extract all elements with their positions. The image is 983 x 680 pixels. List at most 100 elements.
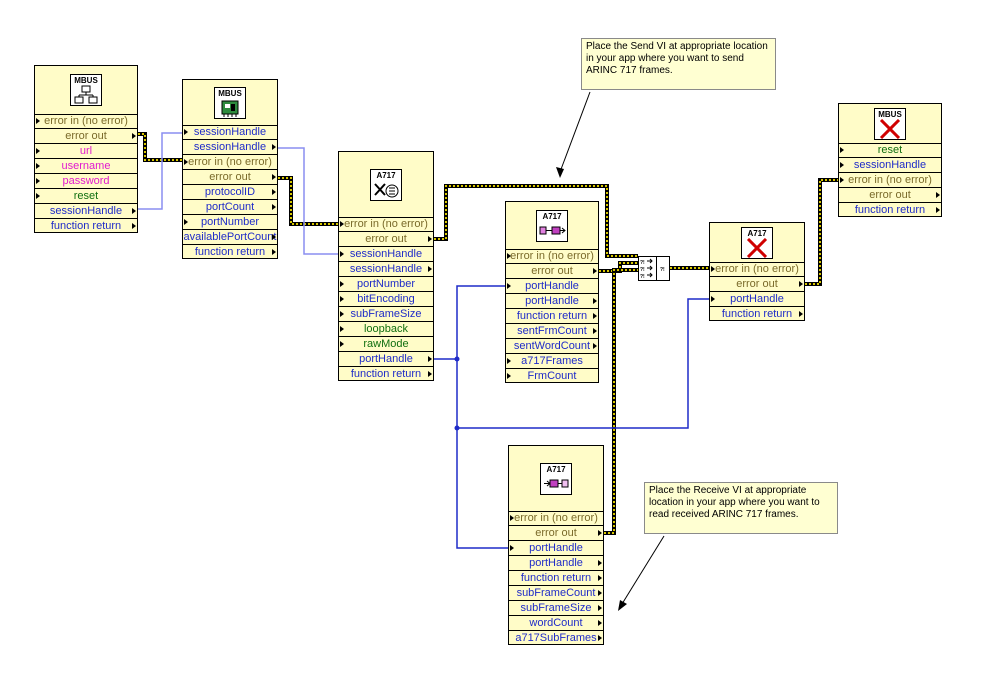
icon-label: A717	[376, 170, 396, 180]
icon-label: A717	[747, 228, 767, 238]
handle-wire	[138, 132, 182, 210]
terminal-portnumber[interactable]: portNumber	[339, 277, 433, 292]
handle-wire	[434, 285, 505, 360]
terminal-function-return[interactable]: function return	[183, 245, 277, 260]
terminal-subframesize[interactable]: subFrameSize	[509, 601, 603, 616]
terminal-sessionhandle[interactable]: sessionHandle	[839, 158, 941, 173]
terminal-porthandle[interactable]: portHandle	[509, 556, 603, 571]
error-wire	[599, 262, 638, 272]
error-wire	[805, 179, 838, 285]
terminal-error-in-no-error[interactable]: error in (no error)	[506, 249, 598, 264]
terminal-sessionhandle[interactable]: sessionHandle	[183, 140, 277, 155]
handle-wire	[456, 359, 508, 549]
terminal-error-out[interactable]: error out	[35, 129, 137, 144]
svg-text:?!: ?!	[660, 267, 665, 273]
config-icon: A717	[370, 168, 402, 201]
icon-label: MBUS	[878, 109, 902, 119]
close-icon: A717	[741, 226, 773, 259]
error-wire	[138, 133, 182, 161]
vi-header: A717	[339, 152, 433, 218]
terminal-porthandle[interactable]: portHandle	[506, 279, 598, 294]
terminal-error-out[interactable]: error out	[710, 277, 804, 292]
terminal-sentfrmcount[interactable]: sentFrmCount	[506, 324, 598, 339]
terminal-error-in-no-error[interactable]: error in (no error)	[35, 114, 137, 129]
network-icon: MBUS	[70, 74, 102, 106]
svg-text:?!: ?!	[640, 260, 645, 266]
vi-header: A717	[710, 223, 804, 263]
icon-label: A717	[542, 211, 562, 221]
send-icon: A717	[536, 209, 568, 242]
terminal-sessionhandle[interactable]: sessionHandle	[35, 204, 137, 219]
receive-icon: A717	[540, 462, 572, 495]
terminal-function-return[interactable]: function return	[339, 367, 433, 382]
terminal-frmcount[interactable]: FrmCount	[506, 369, 598, 384]
terminal-a717frames[interactable]: a717Frames	[506, 354, 598, 369]
terminal-password[interactable]: password	[35, 174, 137, 189]
icon-label: MBUS	[74, 76, 98, 85]
terminal-availableportcount[interactable]: availablePortCount	[183, 231, 277, 245]
callout-arrows	[556, 91, 665, 611]
handle-wire	[457, 298, 709, 429]
terminal-username[interactable]: username	[35, 159, 137, 174]
receive-callout-arrowhead	[618, 600, 627, 611]
wire-junction-dot	[454, 425, 460, 431]
handle-wire	[278, 147, 338, 255]
vi-header: MBUS	[183, 80, 277, 126]
board-icon: MBUS	[214, 86, 246, 119]
close-icon: MBUS	[874, 107, 906, 140]
terminal-error-in-no-error[interactable]: error in (no error)	[183, 155, 277, 170]
error-wire-border	[604, 268, 638, 535]
terminal-function-return[interactable]: function return	[509, 571, 603, 586]
terminal-portnumber[interactable]: portNumber	[183, 215, 277, 230]
terminal-porthandle[interactable]: portHandle	[710, 292, 804, 307]
terminal-porthandle[interactable]: portHandle	[506, 294, 598, 309]
error-wire-border	[278, 176, 338, 226]
vi-header: MBUS	[35, 66, 137, 115]
terminal-error-in-no-error[interactable]: error in (no error)	[509, 511, 603, 526]
terminal-function-return[interactable]: function return	[506, 309, 598, 324]
terminal-sentwordcount[interactable]: sentWordCount	[506, 339, 598, 354]
terminal-portcount[interactable]: portCount	[183, 200, 277, 215]
merge-errors-node[interactable]: ?!?!?! ?!	[638, 256, 670, 281]
terminal-protocolid[interactable]: protocolID	[183, 185, 277, 200]
terminal-reset[interactable]: reset	[35, 189, 137, 204]
terminal-porthandle[interactable]: portHandle	[339, 352, 433, 367]
terminal-loopback[interactable]: loopback	[339, 322, 433, 337]
vi-header: MBUS	[839, 104, 941, 144]
terminal-error-in-no-error[interactable]: error in (no error)	[839, 173, 941, 188]
vi-header: A717	[506, 202, 598, 250]
terminal-error-out[interactable]: error out	[183, 170, 277, 185]
terminal-subframesize[interactable]: subFrameSize	[339, 307, 433, 322]
terminal-subframecount[interactable]: subFrameCount	[509, 586, 603, 601]
terminal-error-out[interactable]: error out	[509, 526, 603, 541]
svg-text:?!: ?!	[640, 267, 645, 273]
terminal-a717subframes[interactable]: a717SubFrames	[509, 631, 603, 646]
send-callout-arrow	[559, 91, 591, 173]
terminal-error-out[interactable]: error out	[839, 188, 941, 203]
terminal-wordcount[interactable]: wordCount	[509, 616, 603, 631]
terminal-error-in-no-error[interactable]: error in (no error)	[339, 217, 433, 232]
terminal-error-out[interactable]: error out	[339, 232, 433, 247]
terminal-url[interactable]: url	[35, 144, 137, 159]
terminal-function-return[interactable]: function return	[35, 219, 137, 234]
terminal-bitencoding[interactable]: bitEncoding	[339, 292, 433, 307]
terminal-function-return[interactable]: function return	[710, 307, 804, 322]
terminal-error-in-no-error[interactable]: error in (no error)	[710, 262, 804, 277]
terminal-function-return[interactable]: function return	[839, 203, 941, 218]
terminal-reset[interactable]: reset	[839, 143, 941, 158]
terminal-rawmode[interactable]: rawMode	[339, 337, 433, 352]
terminal-sessionhandle[interactable]: sessionHandle	[183, 125, 277, 140]
terminal-error-out[interactable]: error out	[506, 264, 598, 279]
icon-label: MBUS	[218, 88, 242, 98]
terminal-porthandle[interactable]: portHandle	[509, 541, 603, 556]
terminal-sessionhandle[interactable]: sessionHandle	[339, 247, 433, 262]
terminal-sessionhandle[interactable]: sessionHandle	[339, 262, 433, 277]
